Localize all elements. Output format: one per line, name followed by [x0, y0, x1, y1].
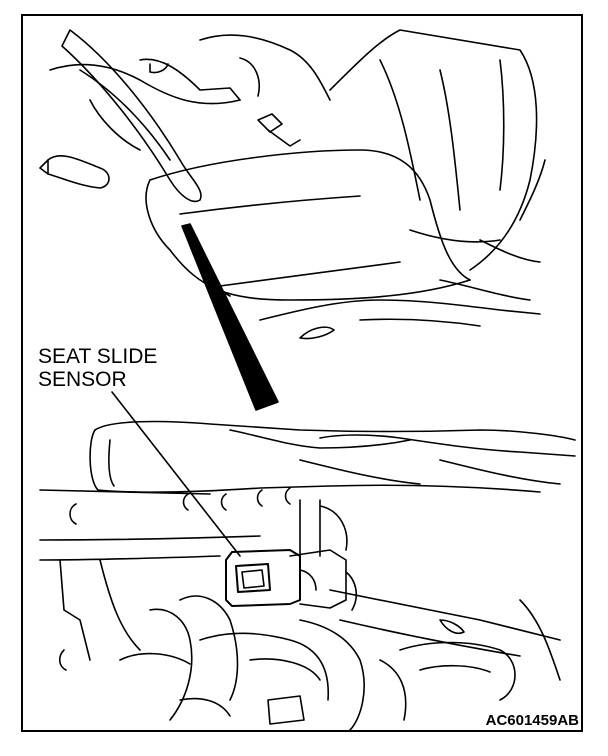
seat-slide-sensor	[225, 549, 301, 607]
figure-id: AC601459AB	[485, 712, 579, 729]
callout-line-2: SENSOR	[38, 368, 127, 391]
rail-detail	[39, 391, 576, 730]
callout-line-1: SEAT SLIDE	[38, 345, 158, 368]
callout-label: SEAT SLIDE SENSOR	[38, 345, 157, 391]
illustration-frame	[21, 14, 583, 732]
seat-overview	[39, 29, 546, 340]
callout-leader	[111, 391, 241, 557]
view-pointer	[181, 223, 279, 411]
